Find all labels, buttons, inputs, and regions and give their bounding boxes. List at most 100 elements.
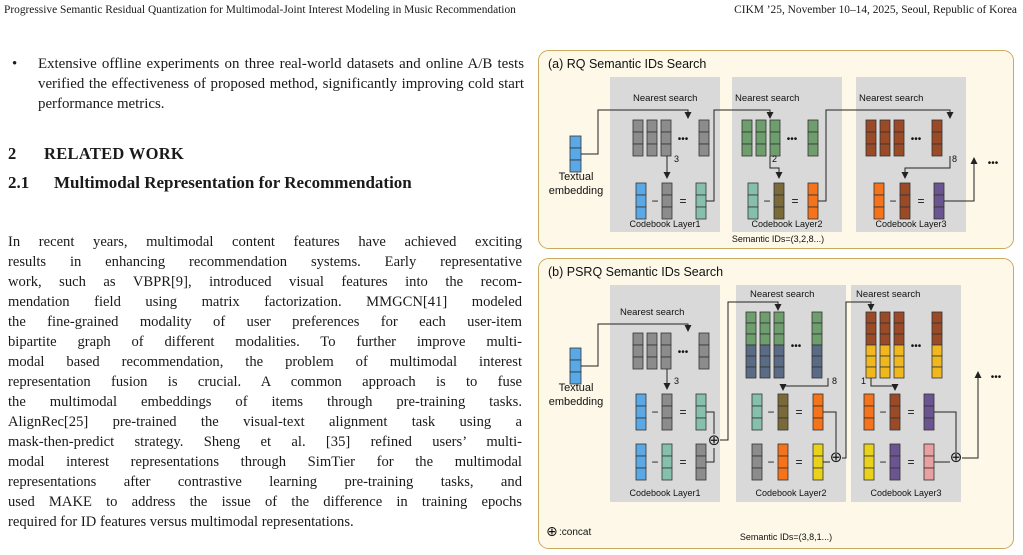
panel-b-search-arrow-1 <box>581 323 692 367</box>
panel-a-codebook2 <box>769 131 781 145</box>
panel-b-codebook2 <box>745 366 757 379</box>
panel-b-codebook3 <box>931 344 943 357</box>
panel-b-res-in-3b <box>863 455 875 469</box>
panel-b-index-2: 8 <box>832 376 837 386</box>
panel-b-codebook3 <box>865 355 877 368</box>
equals-sign: = <box>791 194 798 208</box>
panel-b-res-out-1b <box>695 443 707 457</box>
minus-sign: − <box>889 194 896 208</box>
panel-b-codebook2 <box>745 355 757 368</box>
panel-a-codebook3 <box>931 131 943 145</box>
panel-a-embedding-label: embedding <box>549 185 603 197</box>
panel-a-out-arrow <box>944 157 978 202</box>
panel-a-codebook1 <box>698 143 710 157</box>
panel-b-codebook2 <box>759 333 771 346</box>
panel-a-codebook3 <box>893 143 905 157</box>
panel-a-select-arrow-2 <box>769 156 783 179</box>
paragraph-line: representations after contrastive learni… <box>8 474 522 490</box>
paragraph-line: work, such as VBPR[9], introduced visual… <box>8 274 522 290</box>
panel-b-res-out-1a <box>695 405 707 419</box>
panel-a-codebook2 <box>755 131 767 145</box>
panel-b-code-2b <box>777 455 789 469</box>
panel-b-codebook2 <box>759 355 771 368</box>
minus-sign: − <box>651 194 658 208</box>
panel-a-codebook3-dots: ••• <box>911 134 922 145</box>
panel-b-res-in-2b <box>751 443 763 457</box>
panel-a-index-2: 2 <box>772 154 777 164</box>
paragraph-line: used MAKE to address the issue of the di… <box>8 494 522 510</box>
panel-b-res-out-3b <box>923 467 935 481</box>
panel-b-res-out-1b <box>695 455 707 469</box>
panel-a-codebook3 <box>893 131 905 145</box>
panel-b-codebook3 <box>865 366 877 379</box>
minus-sign: − <box>879 405 886 419</box>
equals-sign: = <box>795 455 802 469</box>
panel-b-res-out-2a <box>812 393 824 407</box>
panel-a-codebook3 <box>865 131 877 145</box>
panel-a-code-2 <box>773 182 785 196</box>
panel-b-select-arrow-2 <box>779 378 829 391</box>
panel-b-codebook3 <box>879 333 891 346</box>
panel-b-codebook1 <box>698 332 710 346</box>
panel-a-codebook2 <box>807 131 819 145</box>
panel-b-codebook2 <box>759 344 771 357</box>
panel-a-index-1: 3 <box>674 154 679 164</box>
panel-a-codebook3 <box>879 143 891 157</box>
panel-b-codebook3 <box>879 355 891 368</box>
equals-sign: = <box>917 194 924 208</box>
panel-b-index-3: 1 <box>861 376 866 386</box>
panel-b-res-in-3a <box>863 417 875 431</box>
panel-b-res-in-3a <box>863 393 875 407</box>
panel-b-codebook2 <box>759 366 771 379</box>
panel-b-search-arrow-2 <box>720 301 782 441</box>
panel-b-out-arrow <box>962 371 982 459</box>
panel-b-layer1-label: Codebook Layer1 <box>629 488 700 498</box>
panel-a-codebook2 <box>741 119 753 133</box>
panel-b-res-in-2b <box>751 467 763 481</box>
panel-a-codebook3 <box>865 143 877 157</box>
panel-b-input-vector <box>569 347 582 361</box>
panel-a-codebook1 <box>698 119 710 133</box>
concat-legend-label: :concat <box>559 527 591 538</box>
panel-b-codebook3-dots: ••• <box>911 341 922 352</box>
panel-a-code-1 <box>661 194 673 208</box>
panel-b-codebook2 <box>811 355 823 368</box>
panel-b-codebook2 <box>759 322 771 335</box>
panel-b-embedding-label: embedding <box>549 396 603 408</box>
panel-b-codebook1 <box>632 356 644 370</box>
subsection-title: Multimodal Representation for Recommenda… <box>54 173 412 192</box>
panel-a-res-out-2 <box>807 206 819 220</box>
panel-a-codebook2 <box>807 119 819 133</box>
figure: (a) RQ Semantic IDs Search (b) PSRQ Sema… <box>538 50 1016 555</box>
paragraph-line: required for ID features versus multimod… <box>8 514 354 530</box>
panel-a-codebook2-dots: ••• <box>787 134 798 145</box>
panel-a-code-3 <box>899 206 911 220</box>
panel-b-code-2b <box>777 443 789 457</box>
panel-b-res-out-1b <box>695 467 707 481</box>
panel-a-codebook1 <box>660 143 672 157</box>
panel-b-codebook2 <box>811 322 823 335</box>
panel-b-codebook1 <box>698 344 710 358</box>
panel-b-codebook2 <box>745 311 757 324</box>
panel-b-nearest-1: Nearest search <box>620 307 684 318</box>
panel-b-code-3a <box>889 393 901 407</box>
panel-b-codebook3 <box>931 355 943 368</box>
panel-a-codebook1 <box>632 143 644 157</box>
panel-b-nearest-3: Nearest search <box>856 289 920 300</box>
panel-b-codebook1-dots: ••• <box>678 347 689 358</box>
panel-b-concat-1: ⊕ <box>708 432 721 449</box>
panel-b-code-2a <box>777 393 789 407</box>
panel-b-codebook1 <box>646 344 658 358</box>
panel-b-codebook3 <box>931 333 943 346</box>
panel-a-title: (a) RQ Semantic IDs Search <box>548 57 706 71</box>
panel-a-res-out-3 <box>933 194 945 208</box>
panel-a-layer2-label: Codebook Layer2 <box>751 219 822 229</box>
panel-a-input-vector <box>569 159 582 173</box>
panel-a-search-arrow-3 <box>818 109 954 202</box>
panel-a-res-out-1 <box>695 206 707 220</box>
panel-a-search-arrow-1 <box>581 109 692 155</box>
panel-b-concat-in-3a <box>934 411 957 452</box>
paragraph-line: mendation field using matrix factorizati… <box>8 294 522 310</box>
panel-a-codebook1 <box>632 131 644 145</box>
panel-a-code-1 <box>661 182 673 196</box>
